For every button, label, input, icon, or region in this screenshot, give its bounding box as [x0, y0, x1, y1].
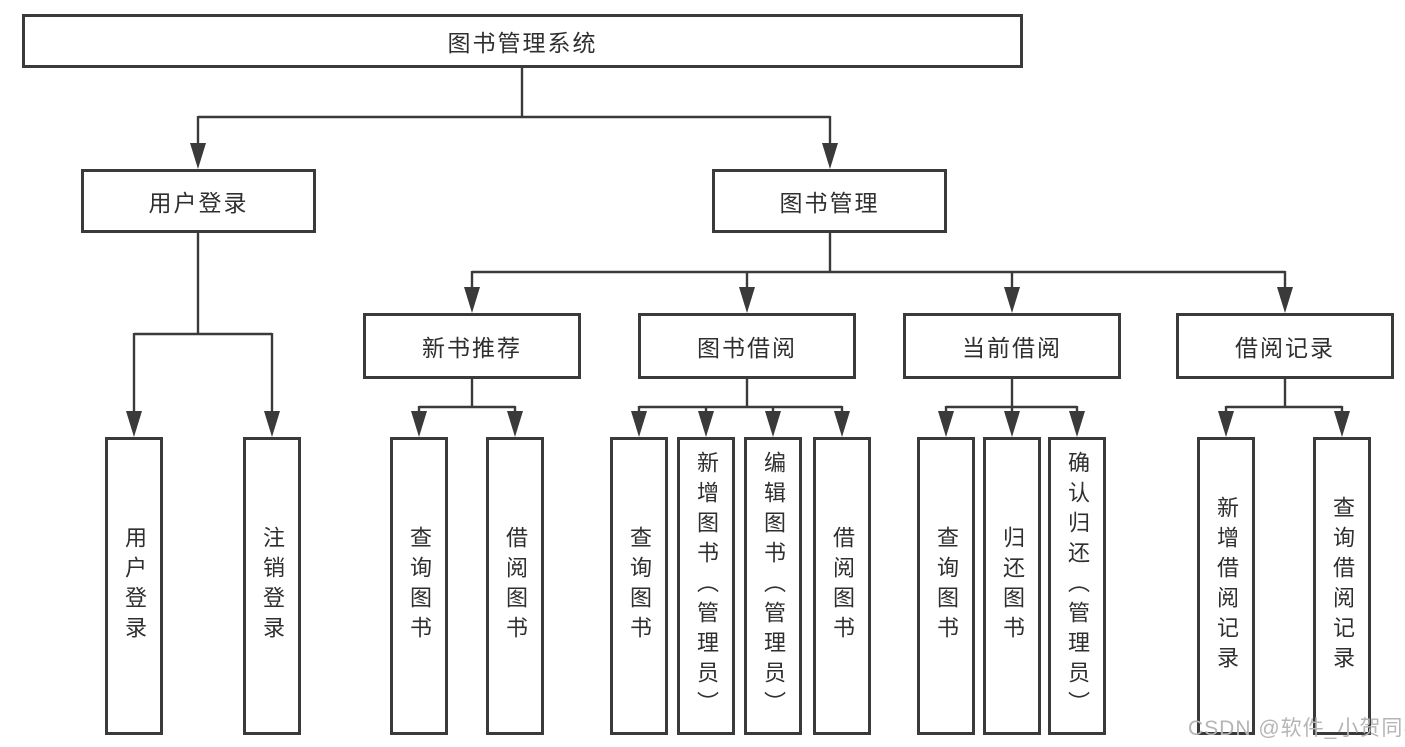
- leaf-current-return-books-label: 归还图书: [1000, 526, 1025, 646]
- node-book-borrow-label: 图书借阅: [697, 335, 797, 361]
- node-user-login: 用户登录: [81, 169, 316, 233]
- leaf-current-confirm-return-admin-label: 确认归还（管理员）: [1065, 451, 1090, 721]
- connector-book-management-to-level3: [464, 233, 1293, 313]
- leaf-records-add-record: 新增借阅记录: [1197, 437, 1255, 735]
- leaf-borrow-query-books: 查询图书: [610, 437, 668, 735]
- leaf-current-return-books: 归还图书: [983, 437, 1041, 735]
- connector-recommend-to-leaves: [411, 379, 523, 437]
- leaf-records-query-record: 查询借阅记录: [1313, 437, 1371, 735]
- watermark: CSDN @软件_小贺同学: [1188, 717, 1405, 740]
- node-user-login-label: 用户登录: [148, 190, 249, 216]
- node-new-book-recommend-label: 新书推荐: [422, 335, 522, 361]
- connector-records-to-leaves: [1218, 379, 1350, 437]
- leaf-logout: 注销登录: [243, 437, 301, 735]
- leaf-current-query-books: 查询图书: [917, 437, 975, 735]
- connector-root-to-level2: [190, 68, 838, 169]
- node-new-book-recommend: 新书推荐: [363, 313, 581, 379]
- leaf-recommend-query-books-label: 查询图书: [407, 526, 432, 646]
- leaf-records-add-record-label: 新增借阅记录: [1214, 496, 1239, 676]
- leaf-borrow-edit-books-admin-label: 编辑图书（管理员）: [761, 451, 786, 721]
- leaf-current-query-books-label: 查询图书: [934, 526, 959, 646]
- node-root-system: 图书管理系统: [22, 14, 1023, 68]
- leaf-borrow-borrow-books-label: 借阅图书: [830, 526, 855, 646]
- leaf-borrow-borrow-books: 借阅图书: [813, 437, 871, 735]
- leaf-user-login-label: 用户登录: [122, 526, 147, 646]
- leaf-current-confirm-return-admin: 确认归还（管理员）: [1048, 437, 1106, 735]
- node-borrow-records: 借阅记录: [1176, 313, 1394, 379]
- leaf-borrow-query-books-label: 查询图书: [627, 526, 652, 646]
- leaf-recommend-borrow-books-label: 借阅图书: [503, 526, 528, 646]
- leaf-user-login: 用户登录: [105, 437, 163, 735]
- leaf-records-query-record-label: 查询借阅记录: [1330, 496, 1355, 676]
- connector-current-to-leaves: [938, 379, 1085, 437]
- connector-borrow-to-leaves: [631, 379, 850, 437]
- leaf-borrow-edit-books-admin: 编辑图书（管理员）: [744, 437, 802, 735]
- leaf-recommend-query-books: 查询图书: [390, 437, 448, 735]
- node-book-borrow: 图书借阅: [638, 313, 856, 379]
- node-current-borrow-label: 当前借阅: [962, 335, 1062, 361]
- node-current-borrow: 当前借阅: [903, 313, 1121, 379]
- leaf-borrow-add-books-admin: 新增图书（管理员）: [677, 437, 735, 735]
- leaf-borrow-add-books-admin-label: 新增图书（管理员）: [694, 451, 719, 721]
- node-borrow-records-label: 借阅记录: [1235, 335, 1335, 361]
- connector-user-login-to-leaves: [126, 233, 280, 437]
- node-book-management-label: 图书管理: [779, 190, 880, 216]
- leaf-logout-label: 注销登录: [260, 526, 285, 646]
- leaf-recommend-borrow-books: 借阅图书: [486, 437, 544, 735]
- node-book-management: 图书管理: [712, 169, 947, 233]
- node-root-system-label: 图书管理系统: [447, 30, 598, 56]
